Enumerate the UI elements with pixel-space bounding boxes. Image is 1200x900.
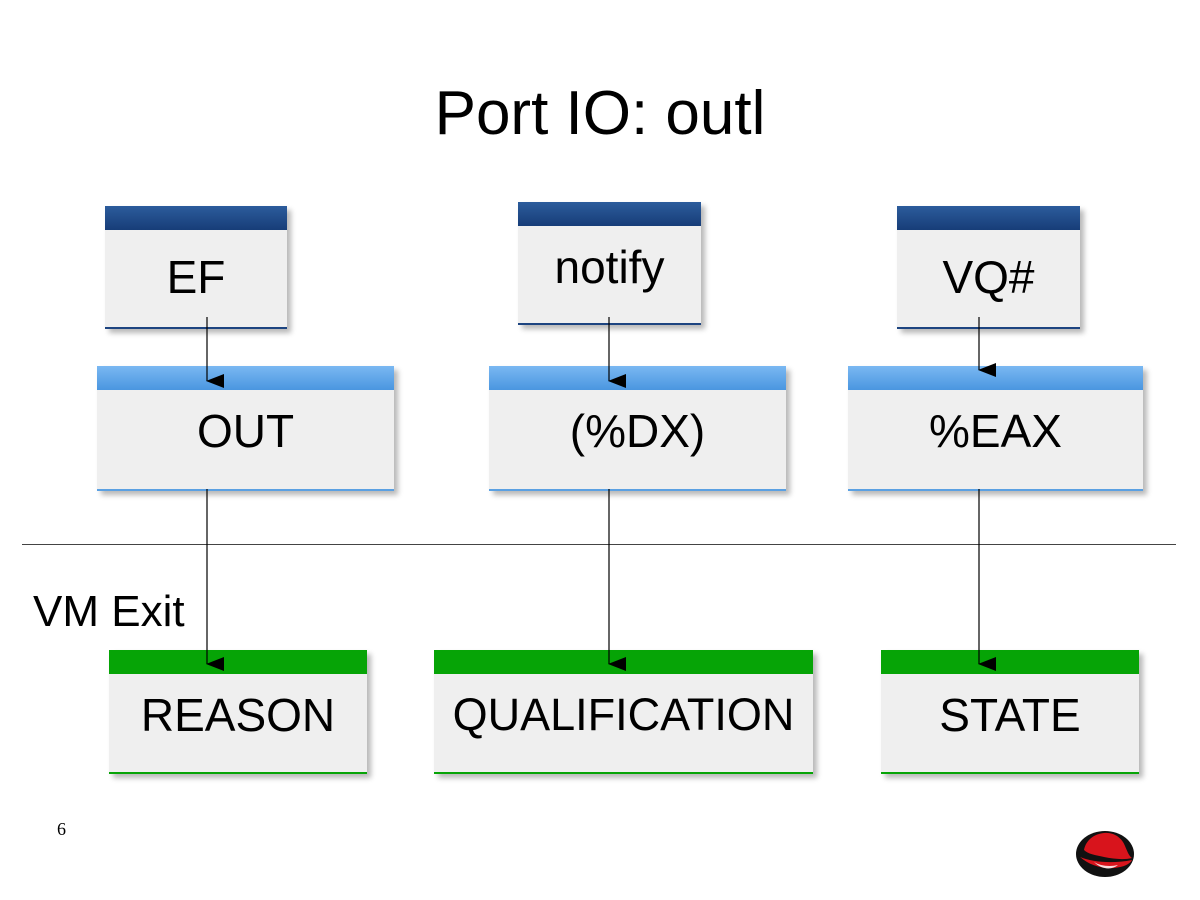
ef-box-header xyxy=(105,206,287,230)
page-number: 6 xyxy=(57,819,66,839)
qualification-box: QUALIFICATION xyxy=(434,650,813,774)
dx-box-underline xyxy=(489,489,786,491)
vq-box-header xyxy=(897,206,1080,230)
dx-box: (%DX) xyxy=(489,366,786,491)
reason-box-underline xyxy=(109,772,367,774)
red-hat-logo-icon xyxy=(1076,831,1134,877)
state-box-underline xyxy=(881,772,1139,774)
notify-box-underline xyxy=(518,323,701,325)
reason-box-label: REASON xyxy=(140,689,336,741)
vm-exit-label: VM Exit xyxy=(33,587,185,636)
eax-box-underline xyxy=(848,489,1143,491)
out-box: OUT xyxy=(97,366,394,491)
vm-exit-divider xyxy=(22,544,1176,545)
qualification-box-header xyxy=(434,650,813,674)
ef-box: EF xyxy=(105,206,287,329)
reason-box: REASON xyxy=(109,650,367,774)
state-box-label: STATE xyxy=(939,689,1081,741)
out-box-label: OUT xyxy=(196,405,295,457)
notify-box-header xyxy=(518,202,701,226)
notify-box: notify xyxy=(518,202,701,325)
dx-box-header xyxy=(489,366,786,390)
vq-box-label: VQ# xyxy=(942,251,1035,303)
reason-box-header xyxy=(109,650,367,674)
ef-box-label: EF xyxy=(166,251,226,303)
slide-title: Port IO: outl xyxy=(434,79,766,148)
out-box-underline xyxy=(97,489,394,491)
ef-box-underline xyxy=(105,327,287,329)
qualification-box-underline xyxy=(434,772,813,774)
vq-box-underline xyxy=(897,327,1080,329)
dx-box-label: (%DX) xyxy=(569,405,706,457)
state-box-header xyxy=(881,650,1139,674)
eax-box-label: %EAX xyxy=(929,405,1062,457)
eax-box: %EAX xyxy=(848,366,1143,491)
state-box: STATE xyxy=(881,650,1139,774)
vq-box: VQ# xyxy=(897,206,1080,329)
eax-box-header xyxy=(848,366,1143,390)
notify-box-label: notify xyxy=(554,241,665,293)
out-box-header xyxy=(97,366,394,390)
qualification-box-label: QUALIFICATION xyxy=(452,689,795,740)
